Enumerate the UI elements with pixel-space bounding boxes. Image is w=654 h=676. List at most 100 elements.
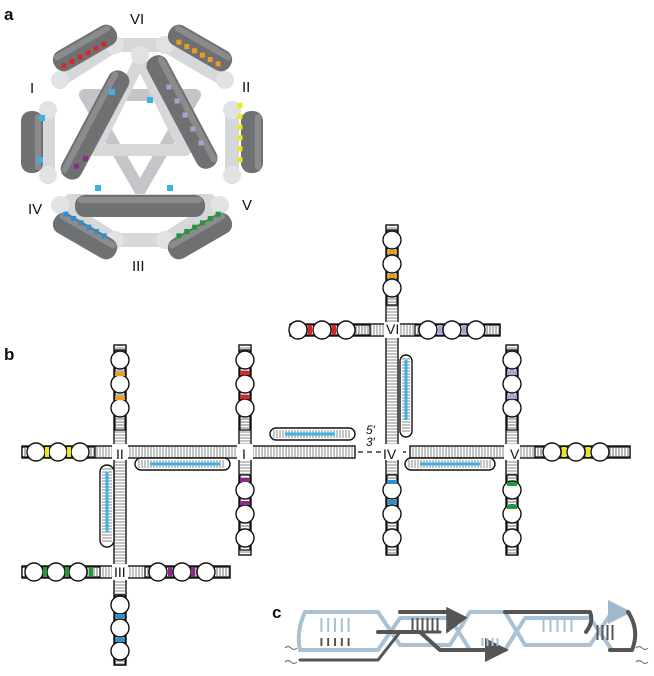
- frame-node: [216, 71, 234, 89]
- color-band: [438, 325, 442, 335]
- junction-center: [237, 444, 253, 460]
- color-band: [332, 325, 336, 335]
- crossover-II-III: [99, 464, 115, 548]
- helix-highlight: [61, 71, 119, 173]
- loop-bead: [24, 562, 44, 582]
- helix-body: [60, 70, 130, 180]
- helix-a-upper-left: [52, 24, 118, 72]
- panel-label-a: a: [4, 5, 14, 24]
- panel-label-b: b: [4, 345, 14, 364]
- strand-continuation: [635, 645, 649, 651]
- loop-bead: [382, 278, 402, 298]
- crossover-I-end: [269, 427, 356, 441]
- loop-bead: [110, 374, 130, 394]
- color-band: [67, 447, 71, 457]
- loop-bead: [502, 374, 522, 394]
- cyan-mark: [147, 97, 153, 103]
- red-mark: [61, 63, 67, 69]
- cyan-mark: [109, 89, 115, 95]
- purple-mark: [83, 156, 88, 162]
- color-band: [562, 447, 566, 457]
- helix-label-a-II: II: [242, 79, 250, 96]
- loop-bead: [382, 230, 402, 250]
- cyan-segment: [285, 432, 335, 436]
- cyan-mark: [167, 185, 173, 191]
- strand-continuation: [284, 659, 298, 665]
- arm-II-up: [110, 349, 130, 431]
- color-band: [387, 500, 397, 504]
- strand-continuation: [284, 645, 298, 651]
- green-mark: [207, 216, 213, 221]
- helix-highlight: [34, 114, 41, 170]
- octahedron-helices: [21, 24, 263, 260]
- helix-highlight: [53, 25, 111, 61]
- arm-VI-right: [414, 320, 501, 340]
- color-band: [115, 638, 125, 642]
- color-band: [308, 325, 312, 335]
- cyan-segment: [420, 462, 480, 466]
- loop-bead: [110, 618, 130, 638]
- loop-bead: [172, 562, 192, 582]
- lavender-mark: [174, 98, 180, 104]
- arm-VI-left: [288, 320, 371, 340]
- loop-bead: [382, 254, 402, 274]
- loop-bead: [288, 320, 308, 340]
- helix-a-right: [241, 111, 263, 173]
- lavender-mark: [190, 126, 196, 132]
- loop-bead: [70, 442, 90, 462]
- junction-center: [112, 564, 128, 580]
- color-band: [387, 250, 397, 254]
- orange-mark: [176, 39, 182, 45]
- yellow-mark: [237, 135, 243, 141]
- frame-node: [39, 101, 57, 119]
- loop-bead: [590, 442, 610, 462]
- frame-node: [223, 101, 241, 119]
- crossover-I-II: [134, 457, 231, 471]
- loop-bead: [312, 320, 332, 340]
- five-prime-label: 5′: [366, 423, 376, 437]
- frame-tube: [158, 38, 232, 87]
- red-mark: [101, 41, 107, 47]
- arm-V-right: [534, 442, 631, 462]
- orange-mark: [207, 57, 213, 62]
- color-band: [507, 395, 517, 399]
- frame-tube: [158, 198, 227, 247]
- frame-node: [211, 196, 229, 214]
- green-mark: [192, 224, 198, 230]
- loop-bead: [48, 442, 68, 462]
- arm-V-up: [502, 349, 522, 431]
- loop-bead: [442, 320, 462, 340]
- red-mark: [69, 59, 75, 64]
- helix-body: [167, 212, 233, 260]
- arm-III-left: [21, 562, 101, 582]
- color-band: [191, 567, 195, 577]
- junction-label-b-VI: VI: [386, 321, 399, 337]
- arm-I-up: [235, 349, 255, 431]
- green-mark: [184, 229, 190, 234]
- loop-bead: [235, 350, 255, 370]
- arm-I-down: [235, 474, 255, 551]
- color-band: [168, 567, 172, 577]
- color-band: [240, 371, 250, 375]
- arm-II-left: [21, 442, 96, 462]
- dark-strand-d: [608, 610, 638, 652]
- junction-label-b-I: I: [242, 446, 246, 462]
- color-band: [507, 505, 517, 509]
- loop-bead: [110, 595, 130, 615]
- loop-bead: [336, 320, 356, 340]
- loop-bead: [542, 442, 562, 462]
- yellow-mark: [237, 113, 243, 119]
- loop-bead: [235, 504, 255, 524]
- helix-highlight: [157, 56, 217, 163]
- color-band: [240, 501, 250, 505]
- red-mark: [85, 50, 91, 56]
- arm-IV-up: [382, 229, 402, 306]
- junction-center: [384, 322, 400, 338]
- crossover-IV-VI: [399, 354, 413, 438]
- color-band: [43, 567, 47, 577]
- loop-bead: [502, 528, 522, 548]
- helix-body: [52, 212, 118, 260]
- loop-bead: [382, 504, 402, 524]
- frame-node: [131, 46, 149, 64]
